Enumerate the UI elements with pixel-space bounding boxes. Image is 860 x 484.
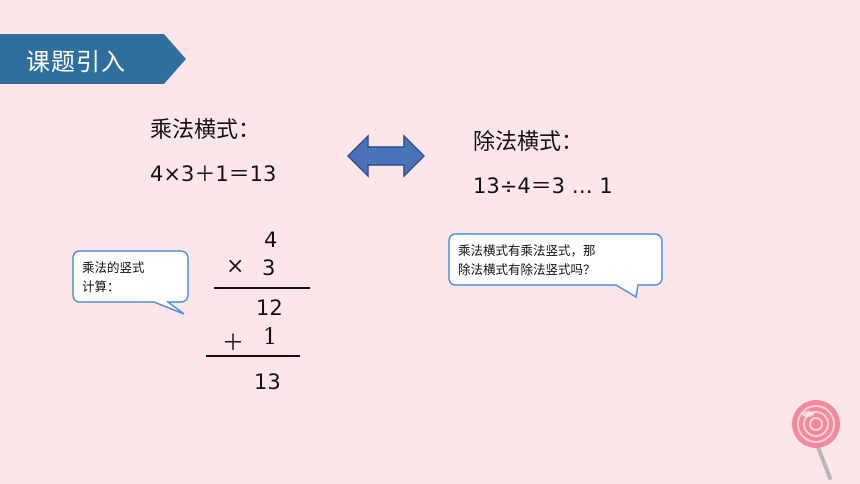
multiplication-label: 乘法横式： — [150, 118, 261, 143]
vertical-product: 12 — [256, 296, 283, 320]
bubble-right-line1: 乘法横式有乘法竖式，那 — [458, 243, 596, 258]
vertical-addend: 1 — [263, 325, 277, 350]
multiplication-equation: 4×3＋1＝13 — [150, 162, 277, 186]
double-arrow-icon — [346, 134, 426, 178]
multiplication-rule — [214, 287, 310, 289]
vertical-multiplier: 3 — [262, 256, 276, 280]
title-banner: 课题引入 — [0, 34, 186, 84]
division-equation: 13÷4＝3 … 1 — [473, 174, 613, 198]
plus-sign: ＋ — [222, 331, 245, 356]
speech-bubble-right — [448, 233, 663, 299]
bubble-left-line2: 计算： — [82, 279, 120, 294]
addition-rule — [206, 355, 300, 357]
lollipop-icon — [792, 400, 840, 480]
bubble-right-line2: 除法横式有除法竖式吗？ — [458, 262, 596, 277]
vertical-result: 13 — [254, 370, 281, 394]
vertical-top-number: 4 — [264, 228, 278, 252]
times-sign: × — [226, 254, 245, 279]
bubble-left-line1: 乘法的竖式 — [82, 260, 145, 275]
page-title: 课题引入 — [26, 47, 126, 76]
speech-bubble-left — [72, 250, 189, 315]
division-label: 除法横式： — [473, 130, 584, 155]
